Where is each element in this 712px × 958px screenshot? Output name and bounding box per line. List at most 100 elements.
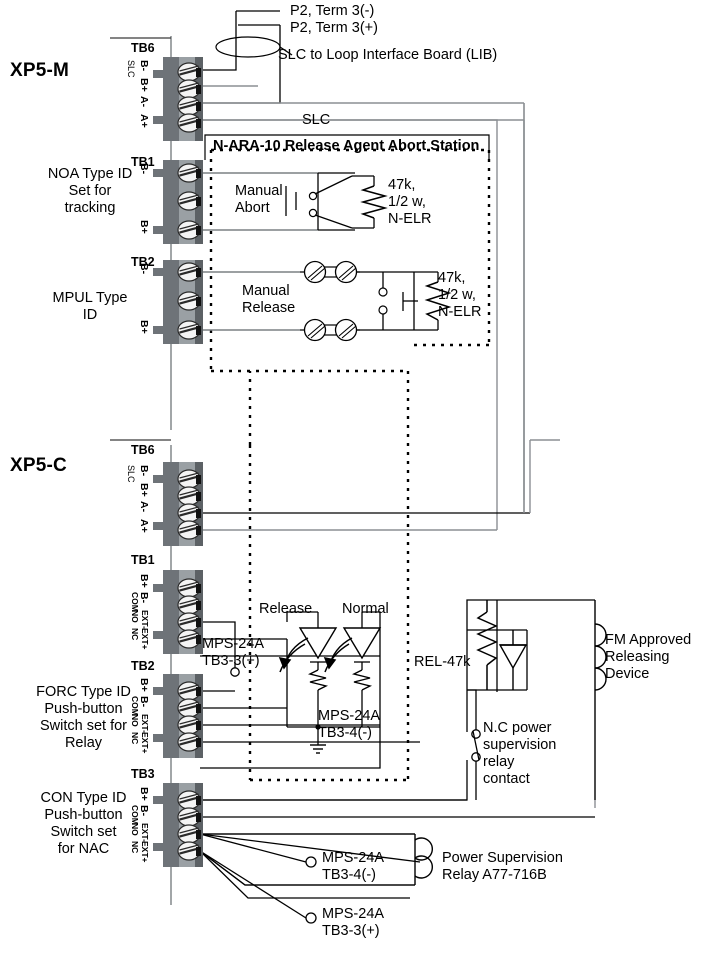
terminal-label-xp5m-tb2-2: B+ bbox=[138, 320, 150, 334]
callout-slc-to-lib: SLC to Loop Interface Board (LIB) bbox=[278, 47, 498, 63]
terminal-label-xp5c-tb1-3: EXT+ bbox=[140, 628, 150, 650]
tb-name-xp5c-tb1: TB1 bbox=[131, 553, 155, 567]
module-label-xp5c: XP5-C bbox=[10, 455, 67, 476]
note-forc-type-id: FORC Type ID Push-button Switch set for … bbox=[36, 684, 131, 752]
terminal-block-xp5c-tb1 bbox=[153, 570, 203, 654]
terminal-label-xp5c-tb6-1: B+ bbox=[138, 483, 150, 497]
note-mpul-type-id: MPUL Type ID bbox=[52, 290, 128, 324]
terminal-label-xp5c-tb2-0: B+ bbox=[138, 678, 150, 692]
terminal-block-xp5c-tb3 bbox=[153, 783, 203, 867]
module-label-xp5m: XP5-M bbox=[10, 60, 70, 81]
tb1-lead-dot bbox=[230, 667, 240, 677]
terminal-block-xp5m-tb6 bbox=[153, 57, 203, 141]
terminal-sub-xp5c-tb2-1: COM bbox=[130, 696, 140, 716]
release-elr-resistor bbox=[424, 281, 452, 321]
release-led-arrows bbox=[278, 637, 309, 673]
terminal-label-xp5c-tb6-0: B- bbox=[138, 465, 150, 477]
release-led-resistor bbox=[307, 669, 329, 691]
abort-station-dashed-boundary bbox=[209, 148, 491, 782]
terminal-label-xp5m-tb2-0: B- bbox=[138, 263, 150, 275]
note-con-type-id: CON Type ID Push-button Switch set for N… bbox=[40, 790, 127, 858]
mps-tb3-3-plus-label: MPS-24A TB3-3(+) bbox=[202, 636, 265, 670]
normal-led-resistor bbox=[351, 669, 373, 691]
freewheel-diode bbox=[498, 630, 528, 690]
backplane-top-leads bbox=[110, 37, 171, 441]
terminal-label-xp5c-tb6-3: A+ bbox=[138, 519, 150, 533]
power-supervision-relay-coil bbox=[414, 834, 434, 885]
release-elr-label: 47k, 1/2 w, N-ELR bbox=[438, 270, 482, 321]
terminal-sub-xp5c-tb2-3: NC bbox=[130, 732, 140, 745]
normal-indicator-label: Normal bbox=[342, 601, 389, 617]
terminal-block-xp5c-tb6 bbox=[153, 462, 203, 546]
terminal-label-xp5c-tb3-3: EXT+ bbox=[140, 841, 150, 863]
terminal-label-xp5m-tb6-2: A- bbox=[138, 96, 150, 108]
manual-abort-circuit bbox=[200, 172, 318, 231]
power-supervision-relay-label: Power Supervision Relay A77-716B bbox=[442, 850, 563, 884]
manual-release-circuit bbox=[200, 271, 300, 331]
fm-releasing-device-label: FM Approved Releasing Device bbox=[605, 632, 692, 683]
normal-led-arrows bbox=[323, 637, 353, 673]
mps-leader-lines bbox=[199, 833, 415, 919]
manual-release-switch bbox=[357, 271, 439, 331]
terminal-sub-xp5c-tb1-3: NC bbox=[130, 628, 140, 641]
terminal-label-xp5m-tb6-3: A+ bbox=[138, 114, 150, 128]
xp5m-slc-return bbox=[200, 119, 498, 530]
abort-station-title: N-ARA-10 Release Agent Abort Station bbox=[213, 138, 480, 154]
terminal-label-xp5m-tb6-0: B- bbox=[138, 60, 150, 72]
slc-bus-label: SLC bbox=[302, 112, 331, 128]
callout-p2-term3-minus: P2, Term 3(-) bbox=[290, 3, 375, 19]
ground-symbol bbox=[310, 744, 326, 754]
terminal-label-xp5m-tb1-2: B+ bbox=[138, 220, 150, 234]
mps-tb3-4-minus-label: MPS-24A TB3-4(-) bbox=[318, 708, 381, 742]
tb-name-xp5c-tb3: TB3 bbox=[131, 767, 155, 781]
xp5c-tb6-wires-b bbox=[200, 439, 560, 531]
terminal-label-xp5c-tb2-3: EXT+ bbox=[140, 732, 150, 754]
normal-led-circuit bbox=[200, 611, 382, 769]
terminal-sub-xp5c-tb1-2: NO bbox=[130, 610, 140, 623]
terminal-group-label-xp5c-slc: SLC bbox=[126, 465, 136, 483]
abort-elr-resistor bbox=[360, 185, 388, 219]
tb-name-xp5m-tb1: TB1 bbox=[131, 155, 155, 169]
terminal-block-xp5m-tb2 bbox=[153, 260, 203, 344]
callout-p2-term3-plus: P2, Term 3(+) bbox=[290, 20, 378, 36]
abort-station-title-box bbox=[204, 134, 490, 160]
abort-elr-label: 47k, 1/2 w, N-ELR bbox=[388, 177, 432, 228]
release-fuse-bottom bbox=[300, 318, 360, 342]
nc-relay-contact bbox=[467, 689, 481, 800]
terminal-block-xp5c-tb2 bbox=[153, 674, 203, 758]
terminal-sub-xp5c-tb2-2: NO bbox=[130, 714, 140, 727]
terminal-sub-xp5c-tb3-3: NC bbox=[130, 841, 140, 854]
terminal-label-xp5c-tb1-0: B+ bbox=[138, 574, 150, 588]
tb-name-xp5c-tb6: TB6 bbox=[131, 443, 155, 457]
terminal-label-xp5c-tb6-2: A- bbox=[138, 501, 150, 513]
terminal-label-xp5c-tb3-2: EXT- bbox=[140, 823, 150, 842]
tb-name-xp5m-tb6: TB6 bbox=[131, 41, 155, 55]
release-indicator-label: Release bbox=[259, 601, 313, 617]
terminal-sub-xp5c-tb3-1: COM bbox=[130, 805, 140, 825]
terminal-label-xp5m-tb6-1: B+ bbox=[138, 78, 150, 92]
fm-releasing-device-coil bbox=[594, 600, 607, 800]
terminal-label-xp5c-tb1-2: EXT- bbox=[140, 610, 150, 629]
nc-relay-contact-label: N.C power supervision relay contact bbox=[483, 720, 557, 788]
bottom-mps-tb3-4-label: MPS-24A TB3-4(-) bbox=[322, 850, 385, 884]
manual-abort-symbol bbox=[285, 172, 375, 231]
terminal-sub-xp5c-tb1-1: COM bbox=[130, 592, 140, 612]
terminal-group-label-xp5m-slc: SLC bbox=[126, 60, 136, 78]
mps-terminal-circles bbox=[305, 856, 317, 924]
junction-dot bbox=[315, 724, 321, 730]
terminal-label-xp5c-tb3-0: B+ bbox=[138, 787, 150, 801]
rel-47k-resistor bbox=[476, 600, 498, 690]
tb-name-xp5c-tb2: TB2 bbox=[131, 659, 155, 673]
note-noa-type-id: NOA Type ID Set for tracking bbox=[47, 166, 133, 217]
terminal-label-xp5m-tb1-0: B- bbox=[138, 163, 150, 175]
release-fuse-top bbox=[300, 260, 360, 284]
rel-47k-label: REL-47k bbox=[414, 654, 471, 670]
release-led-circuit bbox=[286, 611, 380, 745]
bottom-mps-tb3-3-label: MPS-24A TB3-3(+) bbox=[322, 906, 385, 940]
tb-name-xp5m-tb2: TB2 bbox=[131, 255, 155, 269]
terminal-sub-xp5c-tb3-2: NO bbox=[130, 823, 140, 836]
terminal-block-xp5m-tb1 bbox=[153, 160, 203, 244]
manual-abort-label: Manual Abort bbox=[235, 183, 283, 217]
